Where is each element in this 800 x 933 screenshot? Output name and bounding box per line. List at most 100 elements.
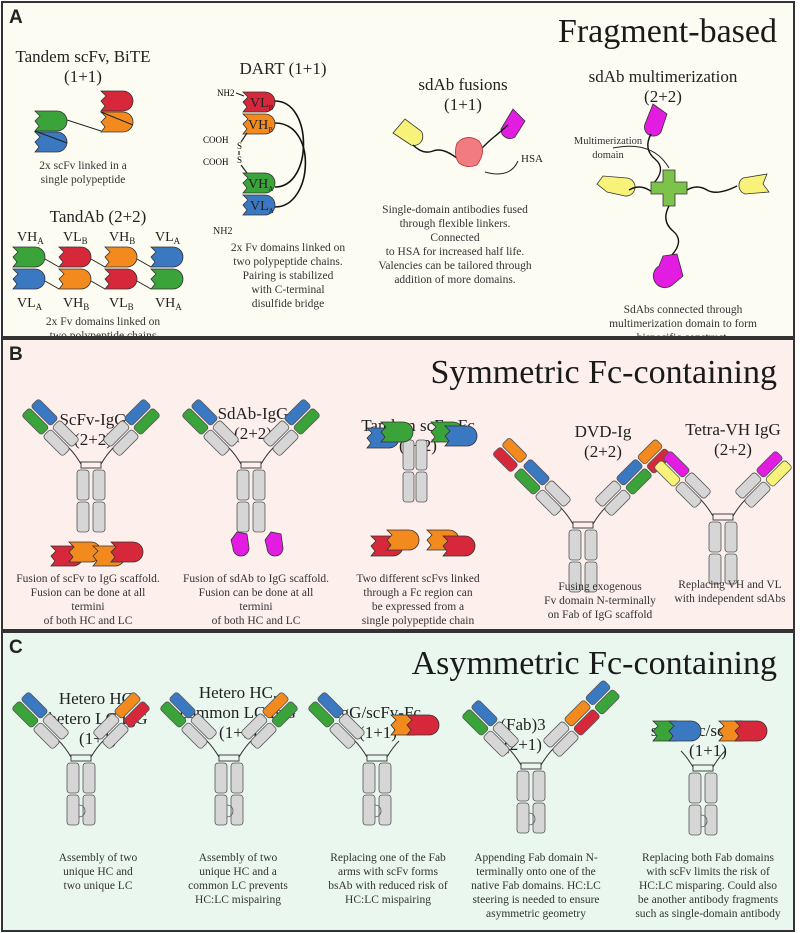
cl [675, 481, 702, 508]
domain-orange [100, 111, 134, 133]
dvd-ig-title: DVD-Ig (2+2) [574, 422, 632, 461]
fc-ch3 [708, 553, 722, 585]
hinge-linker [238, 740, 252, 758]
hinge-linker [260, 447, 274, 465]
svg-text:S: S [237, 155, 242, 165]
vl [308, 701, 335, 728]
ch1 [492, 721, 519, 748]
ch1 [684, 472, 711, 499]
vl [654, 460, 681, 487]
tandab-top-domain [150, 246, 184, 268]
linker [90, 280, 106, 290]
vh [21, 692, 48, 719]
fc-ch3 [230, 794, 244, 826]
hinge [520, 762, 542, 770]
tandab-top-domain [58, 246, 92, 268]
panel-fragment-based: A Fragment-based Tandem scFv, BiTE (1+1)… [1, 1, 795, 344]
ch1 [42, 713, 69, 740]
domain-green [34, 110, 68, 132]
vl [765, 460, 792, 487]
hinge-linker [732, 499, 746, 517]
domain-vlb [242, 91, 276, 113]
fc-ch3 [724, 553, 738, 585]
knob-into-hole [528, 812, 536, 826]
fab-arm [160, 692, 217, 749]
panel-asymmetric-fc: C Asymmetric Fc-containing Hetero HC, he… [1, 631, 795, 932]
fc-ch2 [532, 770, 546, 802]
vl [514, 468, 541, 495]
linker [136, 258, 152, 268]
igg-scfv-fc-description: Replacing one of the Fab arms with scFv … [328, 852, 448, 906]
fab-arm [12, 692, 69, 749]
hinge-linker [540, 748, 554, 766]
fab-arm [493, 438, 571, 516]
fc-ch2 [214, 762, 228, 794]
antibody [182, 399, 320, 533]
sdab-multi-title: sdAb multimerization (2+2) [588, 67, 738, 106]
svg-text:COOH: COOH [203, 157, 229, 167]
ch1 [263, 420, 290, 447]
ch1 [543, 721, 570, 748]
sdab-igg-title: SdAb-IgG (2+2) [217, 404, 289, 443]
fc-ch2 [92, 469, 106, 501]
linker [90, 258, 106, 268]
nh2-bottom-label: NH2 [213, 226, 233, 237]
svg-text:VLA: VLA [250, 199, 274, 215]
tandab-bottom-label: VLB [109, 296, 134, 312]
fc-ch3 [92, 501, 106, 533]
vl [123, 701, 150, 728]
domain-vha [242, 172, 276, 194]
scfv-red [406, 714, 440, 736]
panel-letter: C [9, 637, 23, 658]
panel-symmetric-fc: B Symmetric Fc-containing ScFv-IgG (2+2)… [1, 338, 795, 631]
tandab-top-label: VHB [109, 230, 135, 246]
knob-into-hole [78, 804, 86, 818]
vh [663, 451, 690, 478]
antibody [12, 692, 150, 826]
extra-vl [594, 689, 620, 715]
hinge-linker [700, 499, 714, 517]
cl [552, 730, 579, 757]
tandab-title: TandAb (2+2) [49, 207, 147, 226]
hinge-linker [508, 748, 522, 766]
fc-ch2 [724, 521, 738, 553]
tandab-bottom-domain [58, 268, 92, 290]
multimerization-domain [650, 169, 688, 207]
panel-letter: B [9, 344, 23, 365]
hsa-label: HSA [521, 153, 544, 165]
asymmetric-antibody-diagrams [12, 680, 768, 836]
extra-vl [493, 447, 518, 472]
fab-arm [241, 692, 298, 749]
vl [133, 408, 160, 435]
fc-ch3 [252, 501, 266, 533]
hinge-linker [592, 507, 606, 525]
antibody [308, 692, 400, 826]
svg-text:VLB: VLB [250, 96, 274, 112]
fc-ch3 [82, 794, 96, 826]
fc-ch2 [82, 762, 96, 794]
knob-into-hole [374, 804, 382, 818]
antibody [654, 451, 792, 585]
fc [415, 471, 428, 503]
hinge-linker [354, 740, 368, 758]
scfv-blue [444, 425, 478, 447]
hinge [366, 754, 388, 762]
fc-ch2 [584, 529, 598, 561]
vh [317, 692, 344, 719]
fc-ch3 [532, 802, 546, 834]
hinge-linker [560, 507, 574, 525]
cl [33, 722, 60, 749]
svg-text:VHB: VHB [248, 118, 273, 134]
fc [402, 439, 415, 471]
fc-ch2 [66, 762, 80, 794]
fc-ch2 [230, 762, 244, 794]
cl [102, 722, 129, 749]
scfv-red [442, 535, 476, 557]
panel-letter: A [9, 7, 23, 28]
tandab-bottom-domain [104, 268, 138, 290]
fab-arm [595, 439, 672, 516]
scfv-igg-title: ScFv-IgG (2+2) [59, 410, 127, 449]
tetra-vh-igg-title: Tetra-VH IgG (2+2) [685, 420, 781, 459]
vl [271, 701, 298, 728]
scfv-domain [110, 541, 144, 563]
